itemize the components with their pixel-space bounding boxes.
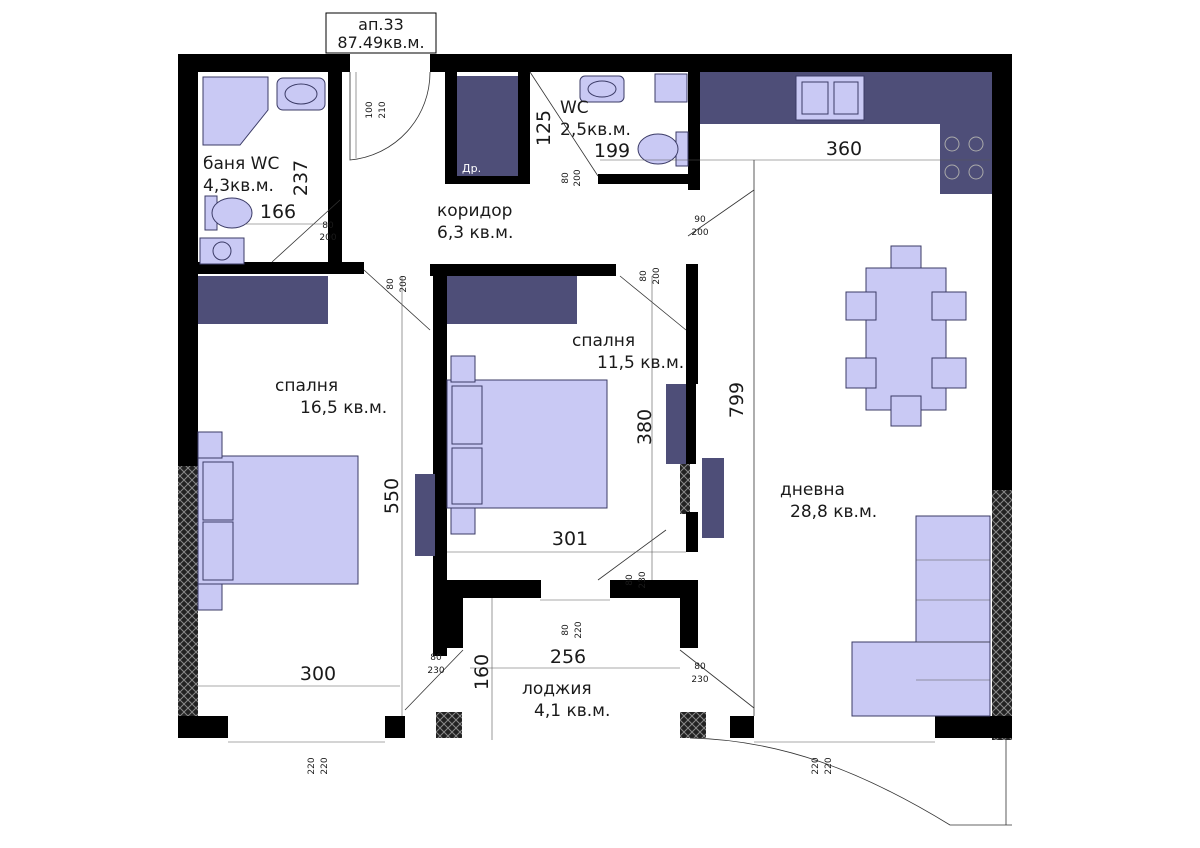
dim-bedroom-small-height: 380 (634, 409, 656, 445)
bath-toilet (211, 197, 253, 229)
dim-bedroom-large-height: 550 (381, 478, 403, 514)
dim-bedroom-large-width: 300 (300, 663, 336, 685)
storage: Др. (457, 76, 518, 176)
door-wc-height: 200 (573, 169, 583, 186)
wc-fixtures (579, 73, 689, 167)
loggia-area: 4,1 кв.м. (534, 701, 610, 721)
bedroom-small-furniture (446, 276, 724, 538)
apartment-tag: ап.33 87.49кв.м. (325, 12, 437, 54)
wc-toilet (637, 133, 679, 165)
storage-cabinet (457, 76, 518, 176)
bath-fixtures (199, 76, 326, 265)
door-bath-width: 80 (322, 221, 334, 231)
door-wc-width: 80 (561, 172, 571, 184)
wardrobe-large (198, 276, 328, 324)
window-right-width: 220 (811, 757, 821, 774)
dim-wc-width: 199 (594, 140, 630, 162)
kitchen (700, 72, 992, 194)
door-bedroom-large-height: 200 (399, 275, 409, 292)
dim-wc-height: 125 (533, 110, 555, 146)
radiator-large (415, 474, 435, 556)
wc-name: WC (560, 98, 589, 118)
door-bedroom-small-loggia-width: 80 (625, 574, 635, 586)
corridor-name: коридор (437, 201, 512, 221)
bath-area: 4,3кв.м. (203, 176, 274, 196)
radiator-living (702, 458, 724, 538)
bedroom-small-area: 11,5 кв.м. (597, 353, 684, 373)
door-loggia-left-height: 230 (427, 666, 444, 676)
dimension-lines (198, 159, 990, 743)
door-entry-height: 210 (378, 101, 388, 118)
dim-bedroom-small-width: 301 (552, 528, 588, 550)
window-left-width: 220 (307, 757, 317, 774)
storage-label: Др. (462, 162, 481, 175)
radiator-small (666, 384, 686, 464)
dining-set (845, 245, 967, 427)
bedroom-large-furniture (197, 276, 435, 611)
dimension-values: 237 166 125 199 360 799 380 301 550 300 … (260, 110, 862, 690)
dim-loggia-height: 160 (471, 654, 493, 690)
dim-loggia-width: 256 (550, 646, 586, 668)
dim-kitchen-width: 360 (826, 138, 862, 160)
window-loggia-width: 80 (561, 624, 571, 636)
door-loggia-right-height: 230 (691, 675, 708, 685)
door-bedroom-small-loggia-height: 230 (638, 571, 648, 588)
apartment-number: ап.33 (358, 15, 404, 34)
dim-bath-height: 237 (290, 160, 312, 196)
door-bath-height: 200 (319, 233, 336, 243)
door-bedroom-large-width: 80 (386, 278, 396, 290)
door-bedroom-small-width: 80 (639, 270, 649, 282)
corridor-area: 6,3 кв.м. (437, 223, 513, 243)
wc-area: 2,5кв.м. (560, 120, 631, 140)
door-bedroom-small-height: 200 (652, 267, 662, 284)
kitchen-sink (795, 75, 865, 121)
bedroom-large-name: спалня (275, 376, 338, 396)
room-labels: баня WC 4,3кв.м. WC 2,5кв.м. коридор 6,3… (203, 98, 877, 721)
window-right-height: 220 (824, 757, 834, 774)
shower-tray (202, 76, 269, 146)
door-kitchen-width: 90 (694, 215, 706, 225)
bedroom-small-name: спалня (572, 331, 635, 351)
door-loggia-left-width: 80 (430, 653, 442, 663)
wc-boiler (654, 73, 688, 103)
walls (178, 54, 1012, 740)
door-kitchen-height: 200 (691, 228, 708, 238)
wardrobe-small (447, 276, 577, 324)
kitchen-stove (940, 124, 992, 194)
apartment-area: 87.49кв.м. (337, 33, 424, 52)
sofa (851, 515, 991, 717)
living-name: дневна (780, 480, 845, 500)
dining-table (865, 267, 947, 411)
fridge (968, 76, 990, 116)
window-left-height: 220 (320, 757, 330, 774)
door-entry-width: 100 (365, 101, 375, 118)
bedroom-large-area: 16,5 кв.м. (300, 398, 387, 418)
bath-name: баня WC (203, 154, 279, 174)
dim-living-height: 799 (726, 382, 748, 418)
door-sizes: 100 210 80 200 80 200 90 200 80 200 80 2… (307, 101, 834, 774)
dim-bath-width: 166 (260, 201, 296, 223)
window-loggia-height: 220 (574, 621, 584, 638)
door-loggia-right-width: 80 (694, 662, 706, 672)
living-area: 28,8 кв.м. (790, 502, 877, 522)
loggia-name: лоджия (522, 679, 592, 699)
door-swings (271, 71, 1012, 826)
